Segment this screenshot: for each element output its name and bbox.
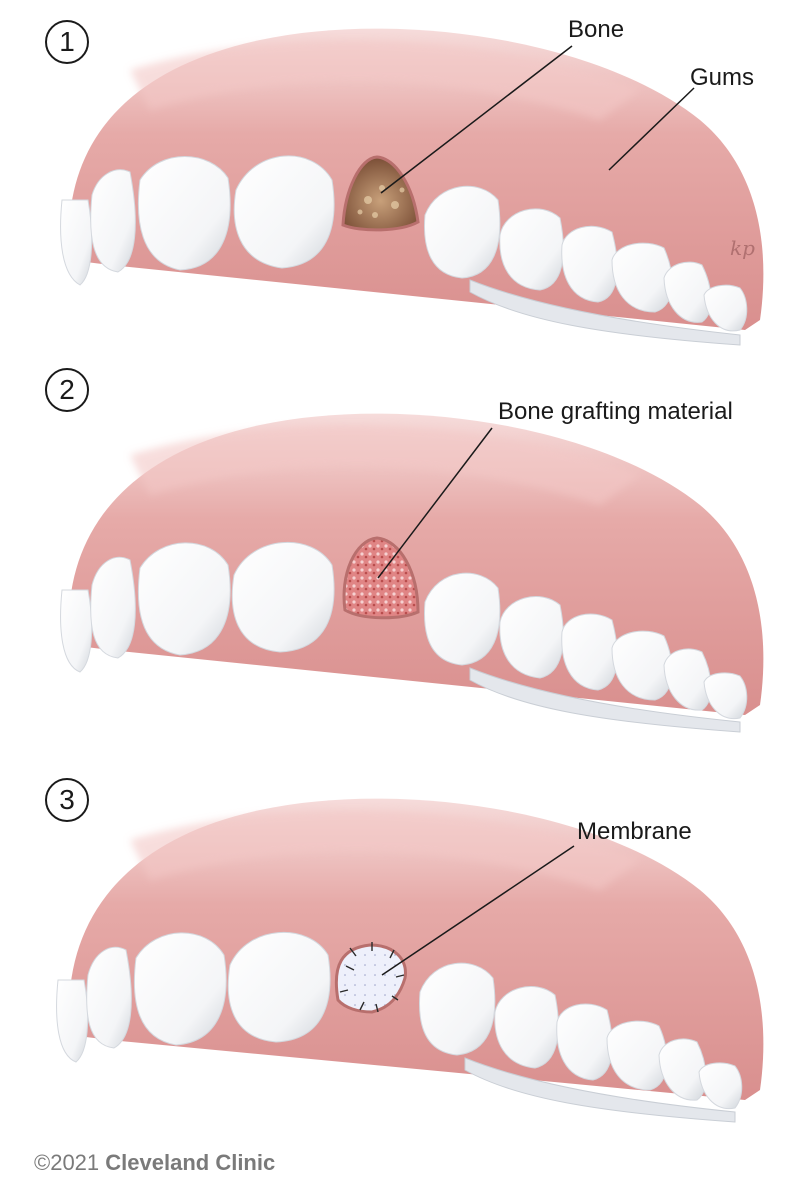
callout-line-bone [380,45,573,194]
gum-shadow [130,40,640,120]
label-membrane: Membrane [577,818,692,845]
membrane-patch [334,943,407,1014]
tooth [418,962,496,1056]
panel-3 [56,798,764,1123]
lower-teeth-edge [469,279,741,346]
tooth [60,199,93,286]
step-number-3: 3 [45,778,89,822]
gum-shadow [130,425,640,505]
tooth [90,169,136,273]
panel-2 [60,413,764,733]
callout-line-gums [608,87,695,171]
tooth [60,589,93,673]
label-bone: Bone [568,16,625,43]
tooth [90,556,136,659]
tooth [133,932,227,1046]
tooth [423,185,501,279]
tooth [698,1062,743,1110]
copyright-credit: ©2021 Cleveland Clinic [34,1150,275,1176]
tooth [703,284,748,332]
bone-graft-material [342,536,420,620]
tooth [231,542,335,653]
tooth [86,946,132,1049]
label-bone-grafting-material: Bone grafting material [498,398,733,425]
gum-shadow [130,810,640,890]
callout-line-graft [377,427,493,579]
label-gums: Gums [690,64,755,91]
tooth [499,596,564,679]
copyright-org: Cleveland Clinic [105,1150,276,1175]
membrane-tacks [339,942,405,1013]
tooth [233,155,335,269]
step-number-2: 2 [45,368,89,412]
tooth [137,156,231,271]
artist-signature: kp [730,236,755,260]
bone-texture [357,185,405,218]
panel-1 [60,28,764,346]
tooth [703,672,748,720]
lower-teeth-edge [464,1057,736,1123]
tooth [423,572,501,666]
tooth [499,208,564,291]
tooth [56,979,89,1063]
copyright-year: ©2021 [34,1150,100,1175]
tooth [494,986,559,1069]
tooth [137,542,231,656]
callout-line-membrane [381,845,575,976]
lower-teeth-edge [469,667,741,733]
tooth [227,932,331,1043]
step-number-1: 1 [45,20,89,64]
